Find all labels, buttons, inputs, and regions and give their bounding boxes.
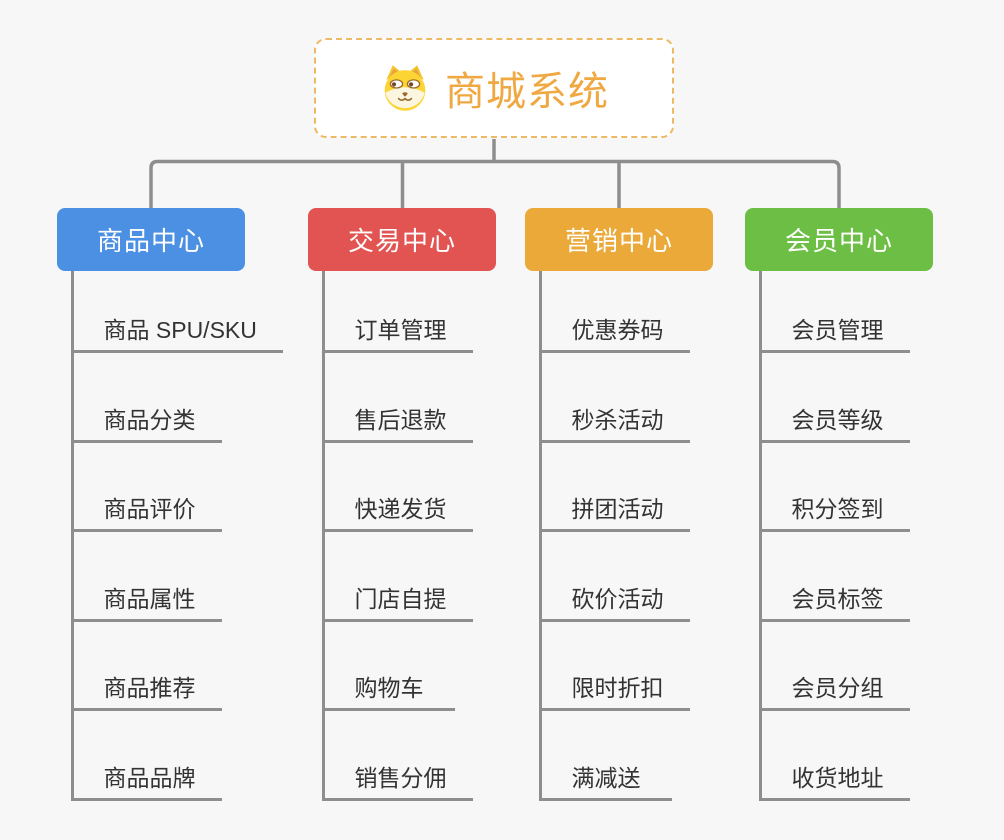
leaf-item[interactable]: 收货地址 <box>761 711 910 801</box>
leaf-item[interactable]: 会员管理 <box>761 271 910 353</box>
branch-marketing-center: 营销中心 优惠券码秒杀活动拼团活动砍价活动限时折扣满减送 <box>525 208 715 801</box>
leaf-item[interactable]: 商品评价 <box>73 443 222 532</box>
branch-header-marketing-center[interactable]: 营销中心 <box>525 208 713 271</box>
branch-header-member-center[interactable]: 会员中心 <box>745 208 933 271</box>
leaf-item[interactable]: 拼团活动 <box>541 443 690 532</box>
leaf-item[interactable]: 快递发货 <box>324 443 473 532</box>
leaf-item[interactable]: 售后退款 <box>324 353 473 443</box>
branch-header-product-center[interactable]: 商品中心 <box>57 208 245 271</box>
leaf-item[interactable]: 销售分佣 <box>324 711 473 801</box>
branch-member-center: 会员中心 会员管理会员等级积分签到会员标签会员分组收货地址 <box>745 208 935 801</box>
leaf-item[interactable]: 门店自提 <box>324 532 473 622</box>
branch-label: 营销中心 <box>564 226 673 256</box>
root-title: 商城系统 <box>445 70 609 114</box>
branch-trade-center: 交易中心 订单管理售后退款快递发货门店自提购物车销售分佣 <box>308 208 498 801</box>
branch-items: 会员管理会员等级积分签到会员标签会员分组收货地址 <box>758 271 910 801</box>
branch-label: 商品中心 <box>96 226 205 256</box>
branch-label: 交易中心 <box>347 226 456 256</box>
leaf-item[interactable]: 砍价活动 <box>541 532 690 622</box>
branch-label: 会员中心 <box>784 226 893 256</box>
leaf-item[interactable]: 商品属性 <box>73 532 222 622</box>
leaf-item[interactable]: 商品品牌 <box>73 711 222 801</box>
branch-items: 订单管理售后退款快递发货门店自提购物车销售分佣 <box>321 271 473 801</box>
leaf-item[interactable]: 购物车 <box>324 622 455 711</box>
leaf-item[interactable]: 订单管理 <box>324 271 473 353</box>
leaf-item[interactable]: 会员等级 <box>761 353 910 443</box>
dog-face-icon <box>384 65 426 111</box>
leaf-item[interactable]: 限时折扣 <box>541 622 690 711</box>
leaf-item[interactable]: 商品分类 <box>73 353 222 443</box>
branch-items: 优惠券码秒杀活动拼团活动砍价活动限时折扣满减送 <box>538 271 690 801</box>
leaf-item[interactable]: 积分签到 <box>761 443 910 532</box>
leaf-item[interactable]: 会员分组 <box>761 622 910 711</box>
leaf-item[interactable]: 秒杀活动 <box>541 353 690 443</box>
leaf-item[interactable]: 优惠券码 <box>541 271 690 353</box>
leaf-item[interactable]: 会员标签 <box>761 532 910 622</box>
leaf-item[interactable]: 满减送 <box>541 711 672 801</box>
root-node[interactable]: 商城系统 <box>314 38 674 138</box>
branch-header-trade-center[interactable]: 交易中心 <box>308 208 496 271</box>
leaf-item[interactable]: 商品推荐 <box>73 622 222 711</box>
leaf-item[interactable]: 商品 SPU/SKU <box>73 271 283 353</box>
